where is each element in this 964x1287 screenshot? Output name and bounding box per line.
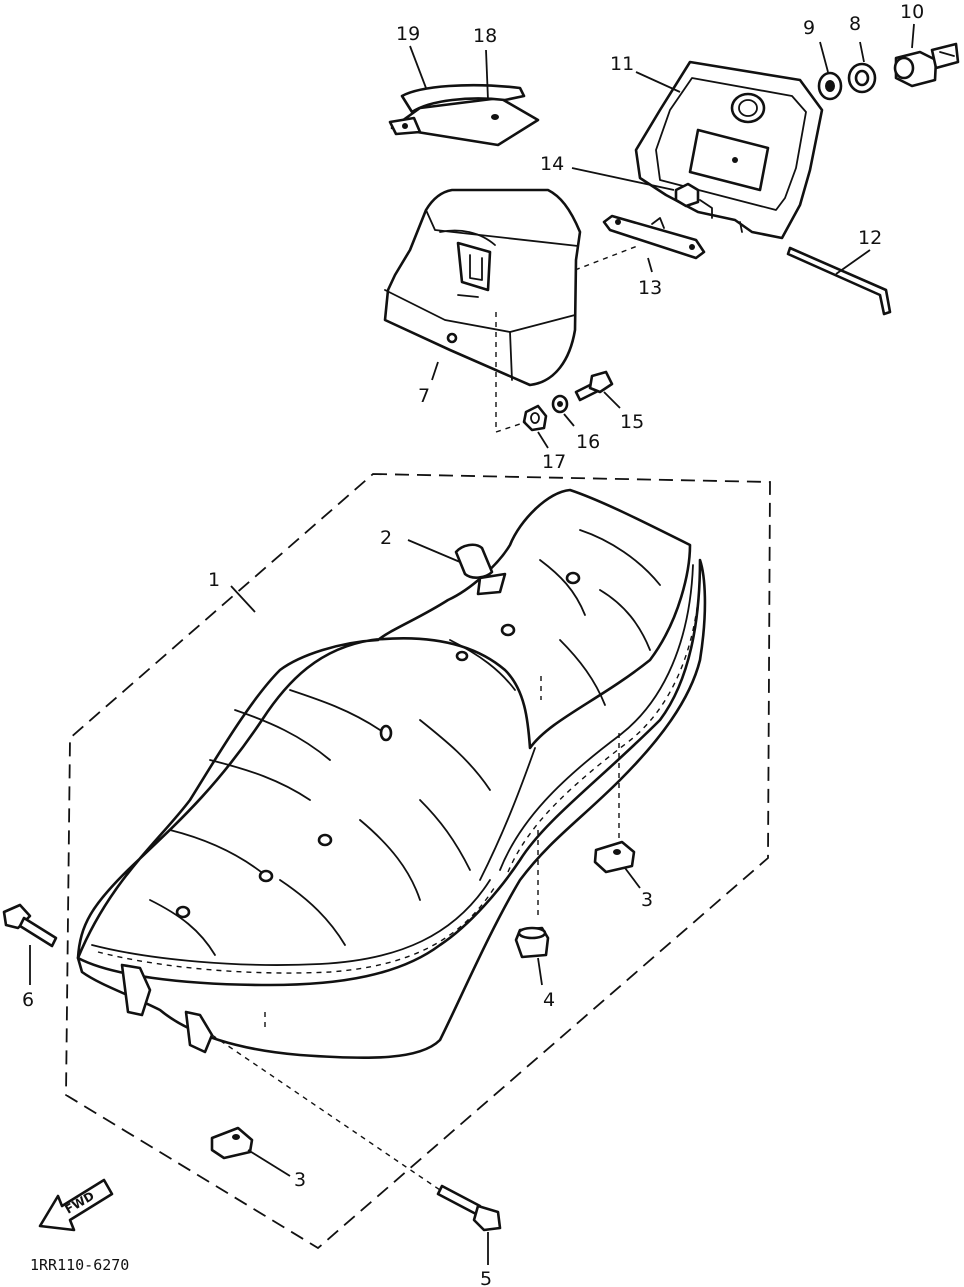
part-nut-ring [817, 71, 843, 101]
part-lock-cylinder [893, 42, 960, 88]
callout-14: 14 [540, 153, 564, 175]
callout-15: 15 [620, 411, 644, 433]
callout-2: 2 [380, 527, 392, 549]
part-washer [551, 394, 569, 414]
callout-16: 16 [576, 431, 600, 453]
callout-4: 4 [543, 989, 555, 1011]
callout-13: 13 [638, 277, 662, 299]
part-bracket-right [593, 840, 636, 874]
part-hook [388, 83, 526, 136]
drawing-number: 1RR110-6270 [30, 1256, 129, 1274]
callout-6: 6 [22, 989, 34, 1011]
part-bracket-left [210, 1126, 254, 1160]
callout-5: 5 [480, 1268, 492, 1287]
callout-18: 18 [473, 25, 497, 47]
part-nut [522, 404, 548, 432]
part-damper [514, 926, 550, 959]
callout-11: 11 [610, 53, 634, 75]
callout-19: 19 [396, 23, 420, 45]
part-storage-box [634, 60, 824, 240]
seat-assembly-boundary [65, 473, 771, 1250]
callout-3-right: 3 [641, 889, 653, 911]
callout-3-left: 3 [294, 1169, 306, 1191]
callout-9: 9 [803, 17, 815, 39]
part-stay-plate [602, 214, 706, 260]
part-bolt-6 [2, 903, 58, 948]
part-tail-cover [383, 188, 582, 387]
part-grommet [847, 62, 877, 94]
forward-arrow-icon: FWD [38, 1178, 114, 1232]
callout-7: 7 [418, 385, 430, 407]
part-seat [76, 488, 707, 1060]
part-bolt-5 [436, 1184, 502, 1232]
callout-labels: 1 2 3 3 4 5 6 7 8 9 10 11 12 13 14 15 16… [22, 1, 924, 1287]
callout-17: 17 [542, 451, 566, 473]
part-screw [574, 370, 614, 402]
callout-12: 12 [858, 227, 882, 249]
part-rod [786, 246, 892, 316]
callout-1: 1 [208, 569, 220, 591]
leader-lines [29, 23, 915, 1265]
part-seat-strap [454, 543, 507, 596]
callout-8: 8 [849, 13, 861, 35]
part-cap-nut [674, 182, 700, 208]
callout-10: 10 [900, 1, 924, 23]
